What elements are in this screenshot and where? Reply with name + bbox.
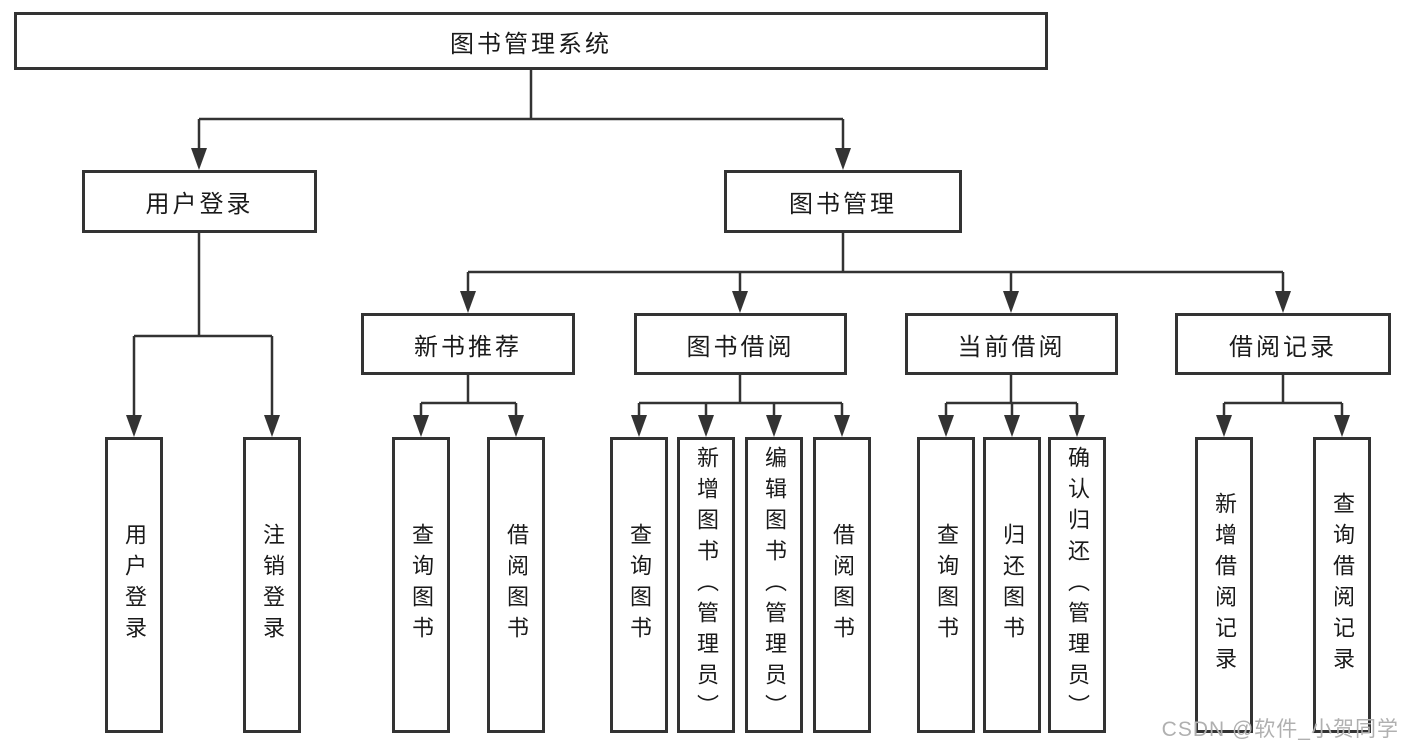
arrowhead-records-leaf1: [1216, 415, 1232, 437]
arrowhead-borrow-leaf1: [631, 415, 647, 437]
leaf-newbook-borrow-books-label: 借阅图书: [504, 523, 529, 647]
arrowhead-borrow-leaf3: [766, 415, 782, 437]
leaf-records-query-borrow-record-label: 查询借阅记录: [1330, 492, 1355, 678]
arrowhead-leaf-logout: [264, 415, 280, 437]
leaf-logout: 注销登录: [243, 437, 301, 733]
node-root-label: 图书管理系统: [450, 30, 612, 58]
node-borrowing-records: 借阅记录: [1175, 313, 1391, 375]
leaf-current-return-books-label: 归还图书: [1000, 523, 1025, 647]
leaf-borrow-borrow-books: 借阅图书: [813, 437, 871, 733]
leaf-user-login: 用户登录: [105, 437, 163, 733]
node-current-borrowing: 当前借阅: [905, 313, 1118, 375]
leaf-borrow-query-books: 查询图书: [610, 437, 668, 733]
leaf-current-confirm-return-admin-label: 确认归还（管理员）: [1065, 445, 1090, 725]
leaf-borrow-add-books-admin: 新增图书（管理员）: [677, 437, 735, 733]
leaf-records-query-borrow-record: 查询借阅记录: [1313, 437, 1371, 733]
arrowhead-current-leaf2: [1004, 415, 1020, 437]
node-new-book-recommend: 新书推荐: [361, 313, 575, 375]
leaf-borrow-edit-books-admin-label: 编辑图书（管理员）: [762, 445, 787, 725]
leaf-borrow-edit-books-admin: 编辑图书（管理员）: [745, 437, 803, 733]
arrowhead-current-borrow: [1003, 291, 1019, 313]
leaf-current-query-books-label: 查询图书: [934, 523, 959, 647]
arrowhead-book-borrow: [732, 291, 748, 313]
leaf-logout-label: 注销登录: [260, 523, 285, 647]
leaf-newbook-borrow-books: 借阅图书: [487, 437, 545, 733]
arrowhead-records-leaf2: [1334, 415, 1350, 437]
arrowhead-newbook-leaf2: [508, 415, 524, 437]
node-user-login: 用户登录: [82, 170, 317, 233]
node-book-management: 图书管理: [724, 170, 962, 233]
leaf-borrow-add-books-admin-label: 新增图书（管理员）: [694, 445, 719, 725]
leaf-records-add-borrow-record: 新增借阅记录: [1195, 437, 1253, 733]
leaf-current-confirm-return-admin: 确认归还（管理员）: [1048, 437, 1106, 733]
arrowhead-borrow-leaf4: [834, 415, 850, 437]
arrowhead-new-book: [460, 291, 476, 313]
node-borrowing-records-label: 借阅记录: [1229, 333, 1337, 361]
leaf-borrow-query-books-label: 查询图书: [627, 523, 652, 647]
arrowhead-borrow-leaf2: [698, 415, 714, 437]
arrowhead-user-login: [191, 148, 207, 170]
leaf-user-login-label: 用户登录: [122, 523, 147, 647]
leaf-newbook-query-books: 查询图书: [392, 437, 450, 733]
node-book-borrowing: 图书借阅: [634, 313, 847, 375]
node-new-book-recommend-label: 新书推荐: [414, 333, 522, 361]
arrowhead-newbook-leaf1: [413, 415, 429, 437]
leaf-borrow-borrow-books-label: 借阅图书: [830, 523, 855, 647]
node-book-management-label: 图书管理: [789, 191, 897, 218]
leaf-newbook-query-books-label: 查询图书: [409, 523, 434, 647]
leaf-current-return-books: 归还图书: [983, 437, 1041, 733]
node-root: 图书管理系统: [14, 12, 1048, 70]
arrowhead-current-leaf1: [938, 415, 954, 437]
node-current-borrowing-label: 当前借阅: [957, 333, 1066, 361]
leaf-current-query-books: 查询图书: [917, 437, 975, 733]
arrowhead-leaf-login: [126, 415, 142, 437]
arrowhead-borrow-records: [1275, 291, 1291, 313]
watermark: CSDN @软件_小贺同学: [1161, 718, 1399, 741]
leaf-records-add-borrow-record-label: 新增借阅记录: [1212, 492, 1237, 678]
arrowhead-current-leaf3: [1069, 415, 1085, 437]
node-book-borrowing-label: 图书借阅: [686, 333, 795, 361]
arrowhead-book-mgmt: [835, 148, 851, 170]
node-user-login-label: 用户登录: [145, 191, 254, 218]
